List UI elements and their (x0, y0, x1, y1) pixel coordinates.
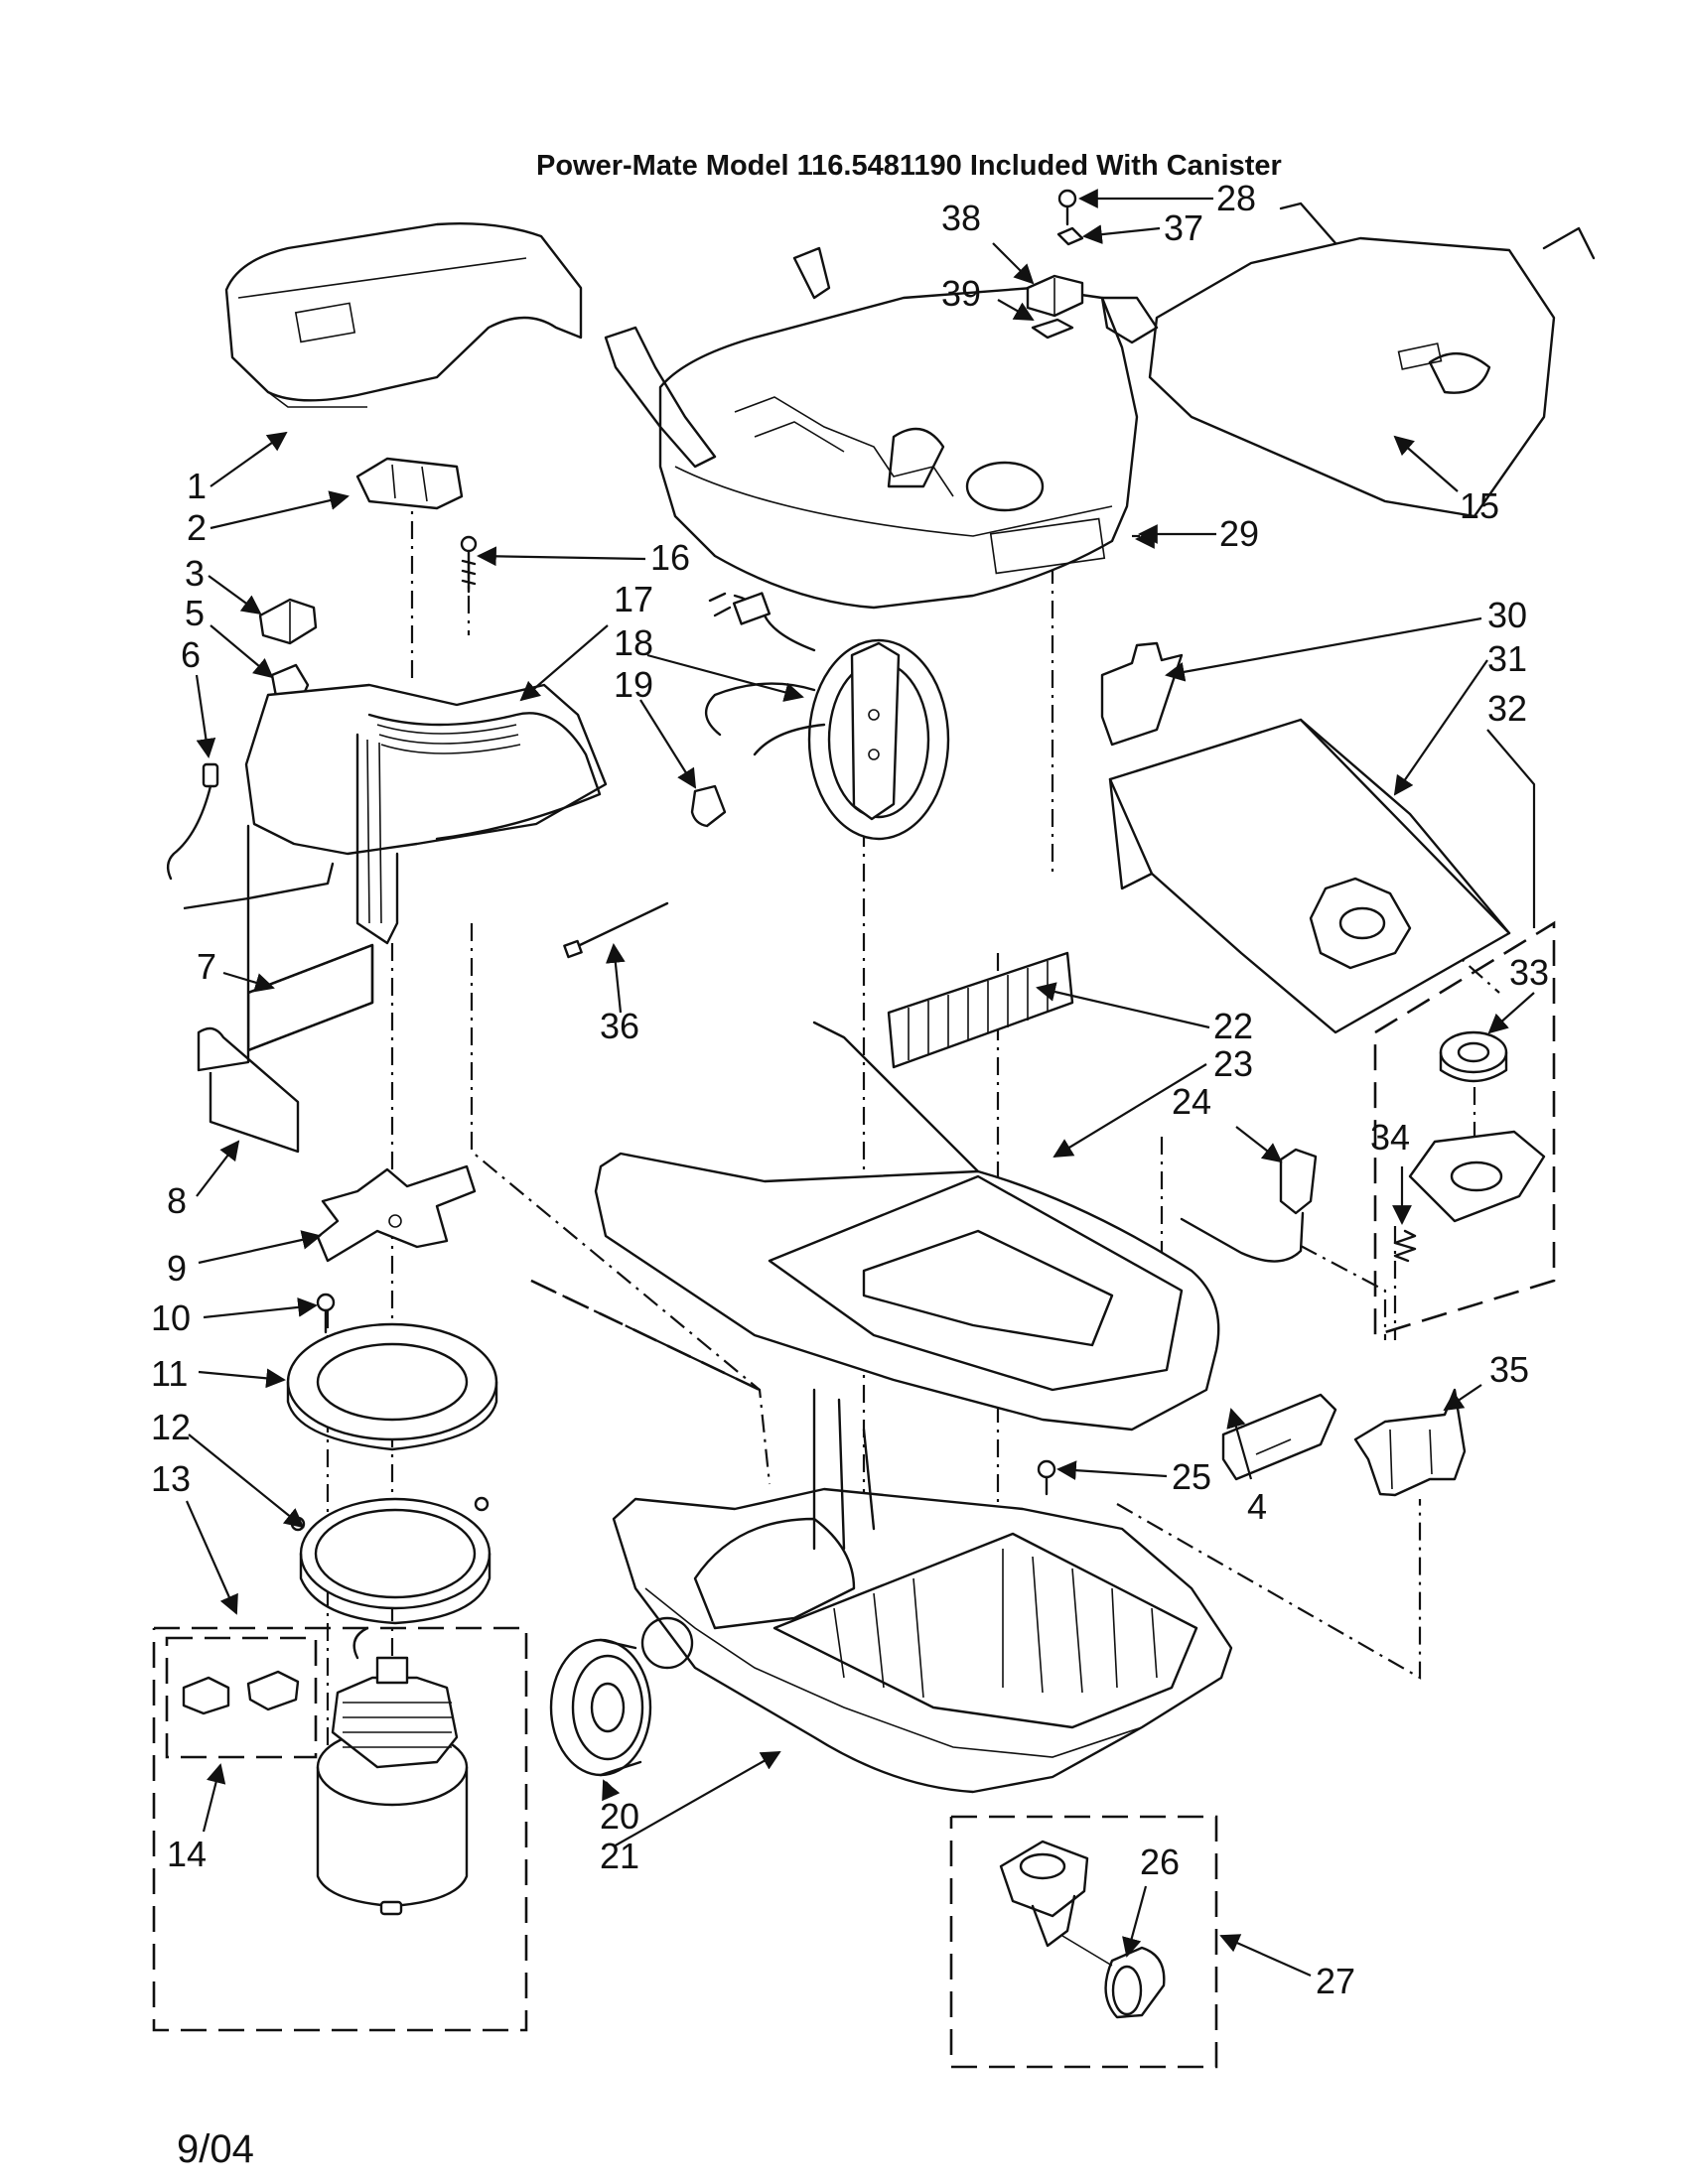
part-24-connector (1180, 1148, 1318, 1263)
label-part-39: 39 (941, 273, 981, 314)
label-part-13: 13 (151, 1458, 191, 1499)
part-9-gasket (316, 1164, 477, 1263)
part-8-baffle (183, 896, 300, 1154)
part-34-spring (1393, 1229, 1417, 1263)
label-part-10: 10 (151, 1297, 191, 1338)
label-part-33: 33 (1509, 952, 1549, 993)
part-19-cap (690, 784, 727, 828)
bag-holder-group-box-32 (1373, 920, 1556, 1337)
part-37-clip (1056, 226, 1084, 246)
part-26-caster-wheel (1061, 1935, 1166, 2019)
part-2-bracket (355, 457, 464, 510)
motor-group-box-13 (152, 1626, 528, 2032)
part-39-pad (1031, 318, 1074, 340)
label-part-7: 7 (197, 946, 216, 987)
part-1-motor-cover (224, 222, 583, 408)
label-part-4: 4 (1247, 1486, 1267, 1527)
label-part-26: 26 (1140, 1842, 1180, 1882)
part-16-screw (460, 535, 478, 594)
part-4-pedal (1221, 1393, 1337, 1481)
part-33-seal (1439, 1030, 1508, 1083)
label-part-11: 11 (151, 1353, 188, 1394)
part-number-labels: 1 2 3 5 6 7 8 9 10 11 12 13 14 15 16 17 … (151, 178, 1549, 2001)
part-30-bracket (1100, 641, 1184, 747)
label-part-3: 3 (185, 553, 205, 594)
label-part-23: 23 (1213, 1043, 1253, 1084)
label-part-9: 9 (167, 1248, 187, 1289)
leader-arrows (185, 189, 1536, 1978)
label-part-18: 18 (614, 622, 653, 663)
part-22-filter-grille (887, 951, 1074, 1069)
part-25-screw (1037, 1459, 1056, 1496)
label-part-32: 32 (1487, 688, 1527, 729)
label-part-15: 15 (1460, 485, 1499, 526)
label-part-1: 1 (187, 466, 207, 506)
label-part-5: 5 (185, 593, 205, 633)
part-18-cord-reel (705, 592, 950, 841)
label-part-8: 8 (167, 1180, 187, 1221)
label-part-16: 16 (650, 537, 690, 578)
swivel-group-box-27 (949, 1815, 1218, 2069)
label-part-38: 38 (941, 198, 981, 238)
part-12-motor-ring (290, 1496, 491, 1625)
label-part-2: 2 (187, 507, 207, 548)
part-36-cable-tie (563, 901, 669, 959)
label-part-21: 21 (600, 1836, 639, 1876)
group-boxes (152, 920, 1556, 2069)
label-part-19: 19 (614, 664, 653, 705)
part-6-wire (166, 762, 219, 881)
label-part-24: 24 (1172, 1081, 1211, 1122)
part-31-dust-bag (1108, 718, 1511, 1034)
part-28-screw (1057, 189, 1077, 226)
part-10-screw (316, 1293, 336, 1334)
label-part-29: 29 (1219, 513, 1259, 554)
diagram-title: Power-Mate Model 116.5481190 Included Wi… (536, 150, 1282, 182)
part-27-swivel-caster (999, 1840, 1089, 1948)
label-part-30: 30 (1487, 595, 1527, 635)
part-35-bracket (1353, 1388, 1467, 1497)
label-part-17: 17 (614, 579, 653, 619)
part-3-switch (258, 598, 318, 645)
label-part-25: 25 (1172, 1456, 1211, 1497)
label-part-37: 37 (1164, 207, 1203, 248)
part-29-top-housing (604, 246, 1139, 610)
part-17-motor-housing (244, 683, 608, 945)
label-part-27: 27 (1316, 1961, 1355, 2001)
hose-guide-box (530, 1279, 761, 1392)
label-part-34: 34 (1370, 1117, 1410, 1158)
part-11-mount-ring (286, 1322, 498, 1451)
part-7-filter (246, 943, 374, 1052)
part-23-bumper-frame (594, 1021, 1220, 1432)
label-part-6: 6 (181, 634, 201, 675)
label-part-31: 31 (1487, 638, 1527, 679)
label-part-22: 22 (1213, 1006, 1253, 1046)
part-32-bag-holder-plate (1408, 1130, 1546, 1223)
label-part-20: 20 (600, 1796, 639, 1837)
part-13-motor (316, 1626, 469, 1916)
label-part-14: 14 (167, 1834, 207, 1874)
part-21-base (612, 1388, 1233, 1794)
part-14-motor-brushes (182, 1670, 300, 1715)
brush-group-box-14 (165, 1636, 318, 1759)
revision-date: 9/04 (177, 2127, 254, 2171)
label-part-35: 35 (1489, 1349, 1529, 1390)
label-part-36: 36 (600, 1006, 639, 1046)
label-part-12: 12 (151, 1407, 191, 1447)
label-part-28: 28 (1216, 178, 1256, 218)
part-20-wheel (549, 1638, 652, 1777)
part-15-bag-door (1100, 202, 1596, 518)
